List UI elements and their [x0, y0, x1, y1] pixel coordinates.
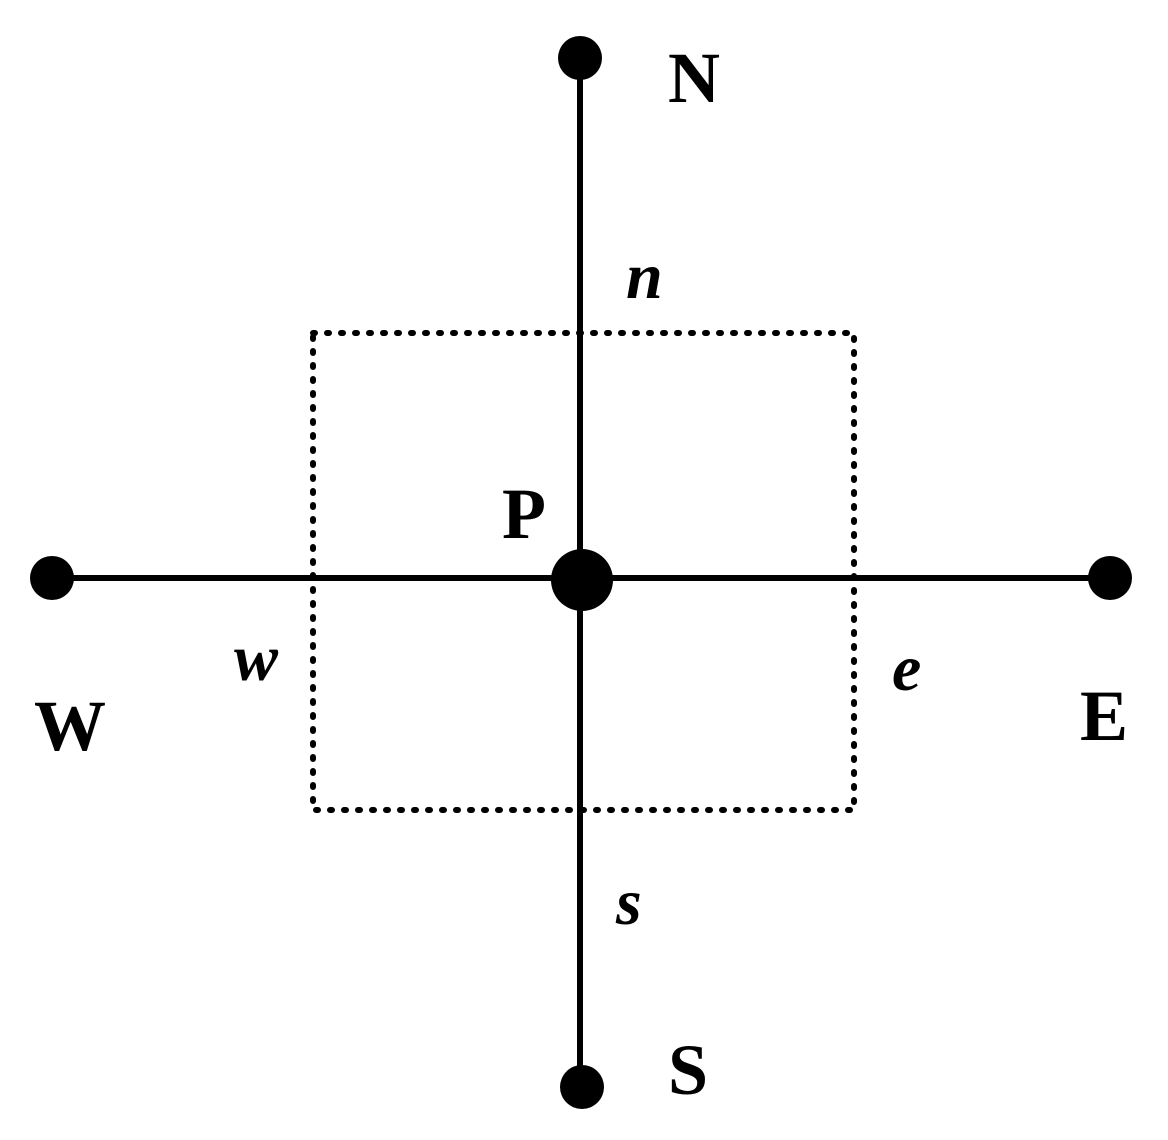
node-center-label: P [502, 474, 546, 554]
node-south-label: S [668, 1030, 708, 1110]
node-west-label: W [34, 686, 106, 766]
node-north-marker [558, 36, 602, 80]
face-west-label: w [234, 622, 279, 695]
face-east-label: e [892, 632, 921, 705]
node-center-marker [551, 549, 613, 611]
face-south-label: s [615, 866, 642, 939]
node-south-marker [560, 1065, 604, 1109]
control-volume-boundary [310, 330, 857, 813]
node-north-label: N [668, 38, 720, 118]
node-east-marker [1088, 556, 1132, 600]
face-north-label: n [626, 240, 663, 313]
node-east-label: E [1080, 676, 1128, 756]
node-west-marker [30, 556, 74, 600]
